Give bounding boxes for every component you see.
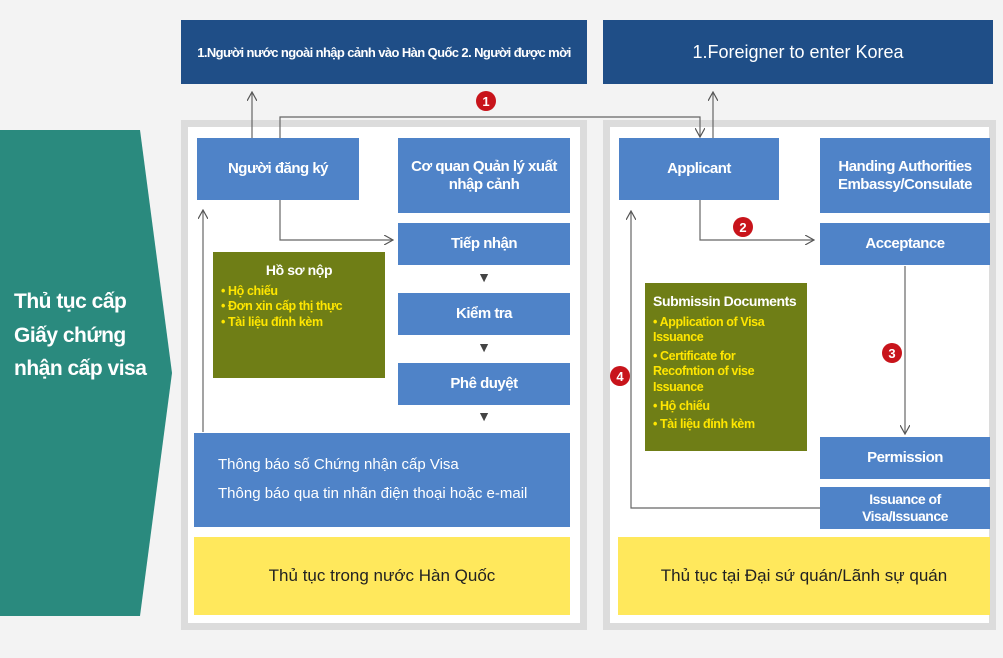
document-item: • Tài liệu đính kèm [653, 417, 755, 432]
document-item: • Đơn xin cấp thị thực [221, 299, 343, 314]
down-triangle-icon: ▼ [477, 408, 491, 424]
notice-line: Thông báo số Chứng nhận cấp Visa [218, 456, 459, 473]
notice-box: Thông báo số Chứng nhận cấp Visa Thông b… [194, 433, 570, 527]
side-title-line: Giấy chứng [14, 323, 126, 347]
down-triangle-icon: ▼ [477, 269, 491, 285]
permission-box: Permission [820, 437, 990, 479]
right-header: 1.Foreigner to enter Korea [603, 20, 993, 84]
step-badge-1: 1 [476, 91, 496, 111]
step-check-box: Kiểm tra [398, 293, 570, 335]
step-badge-3: 3 [882, 343, 902, 363]
notice-line: Thông báo qua tin nhãn điện thoại hoặc e… [218, 484, 528, 502]
documents-box-vi: Hồ sơ nộp • Hộ chiếu • Đơn xin cấp thị t… [213, 252, 385, 378]
step-badge-4: 4 [610, 366, 630, 386]
down-triangle-icon: ▼ [477, 339, 491, 355]
document-item: • Tài liệu đính kèm [221, 314, 323, 329]
documents-title: Hồ sơ nộp [265, 262, 333, 278]
side-chevron [0, 130, 172, 616]
authority-box-en: Handing Authorities Embassy/Consulate [820, 138, 990, 213]
side-title-line: nhận cấp visa [14, 357, 147, 381]
applicant-box-vi: Người đăng ký [197, 138, 359, 200]
document-item: • Application of Visa Issuance [653, 314, 765, 345]
step-approve-box: Phê duyệt [398, 363, 570, 405]
document-item: • Certificate for Recofntion of vise Iss… [653, 348, 755, 394]
acceptance-box: Acceptance [820, 223, 990, 265]
applicant-box-en: Applicant [619, 138, 779, 200]
left-header: 1.Người nước ngoài nhập cảnh vào Hàn Quố… [181, 20, 587, 84]
footer-domestic: Thủ tục trong nước Hàn Quốc [194, 537, 570, 615]
side-title: Thủ tục cấp Giấy chứng nhận cấp visa [14, 285, 164, 386]
footer-embassy: Thủ tục tại Đại sứ quán/Lãnh sự quán [618, 537, 990, 615]
authority-box-vi: Cơ quan Quản lý xuất nhập cảnh [398, 138, 570, 213]
document-item: • Hộ chiếu [221, 283, 278, 298]
documents-title: Submissin Documents [653, 293, 797, 309]
document-item: • Hộ chiếu [653, 398, 710, 413]
issuance-box: Issuance of Visa/Issuance [820, 487, 990, 529]
documents-box-en: Submissin Documents • Application of Vis… [645, 283, 807, 451]
step-receive-box: Tiếp nhận [398, 223, 570, 265]
step-badge-2: 2 [733, 217, 753, 237]
side-title-line: Thủ tục cấp [14, 290, 127, 313]
